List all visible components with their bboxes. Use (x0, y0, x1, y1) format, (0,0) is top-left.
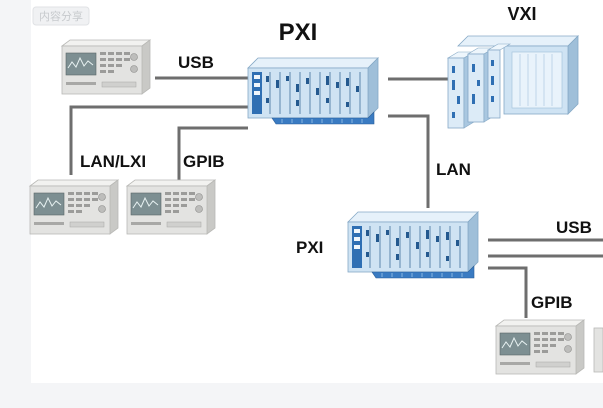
pxi-chassis-secondary (347, 211, 479, 279)
label-vxi: VXI (507, 4, 536, 24)
connection-lines (69, 76, 603, 318)
instrument-gpib-right (495, 319, 585, 375)
lan-lxi-link (69, 105, 248, 175)
label-lan: LAN (436, 160, 471, 179)
label-pxi-main: PXI (279, 19, 318, 46)
label-pxi-secondary: PXI (296, 238, 323, 257)
watermark: 内容分享 (32, 6, 90, 26)
gpib-link-right (488, 266, 528, 318)
lan-link (388, 114, 430, 208)
label-gpib-right: GPIB (531, 293, 573, 312)
device-right-edge (593, 327, 603, 373)
pxi-chassis-main (247, 57, 379, 125)
label-lan-lxi: LAN/LXI (80, 152, 146, 171)
svg-text:内容分享: 内容分享 (39, 9, 83, 23)
label-usb-top: USB (178, 53, 214, 72)
gpib-link-left (177, 126, 248, 180)
vxi-mainframe (446, 35, 579, 129)
instrument-lan-lxi (29, 179, 119, 235)
label-usb-right: USB (556, 218, 592, 237)
label-gpib-left: GPIB (183, 152, 225, 171)
instrument-top-left (61, 39, 151, 95)
instrument-gpib-left (126, 179, 216, 235)
